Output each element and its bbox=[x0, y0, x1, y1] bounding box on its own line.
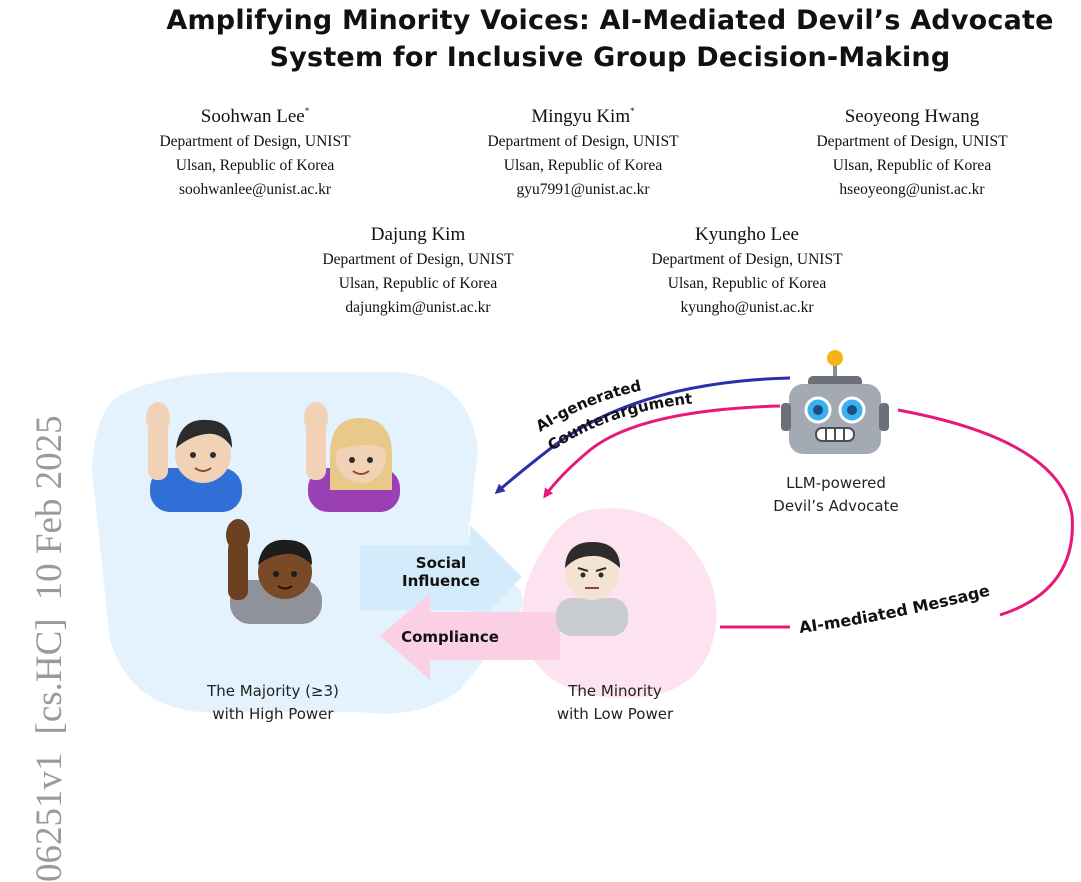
robot-label: Devil’s Advocate bbox=[773, 497, 898, 515]
majority-label: with High Power bbox=[212, 705, 334, 723]
majority-label: The Majority (≥3) bbox=[206, 682, 339, 700]
social-influence-label: Influence bbox=[402, 572, 480, 590]
teaser-figure: AI-generated Counterargument AI-mediated… bbox=[0, 0, 1081, 762]
counterargument-arrow bbox=[497, 378, 790, 492]
social-influence-label: Social bbox=[416, 554, 466, 572]
robot-label: LLM-powered bbox=[786, 474, 886, 492]
compliance-label: Compliance bbox=[401, 628, 499, 646]
arxiv-id: 06251v1 bbox=[29, 753, 70, 882]
ai-mediated-message-line bbox=[720, 410, 1072, 627]
minority-label: with Low Power bbox=[557, 705, 674, 723]
minority-label: The Minority bbox=[567, 682, 662, 700]
ai-mediated-message-label: AI-mediated Message bbox=[798, 581, 992, 637]
robot-icon bbox=[781, 350, 889, 454]
